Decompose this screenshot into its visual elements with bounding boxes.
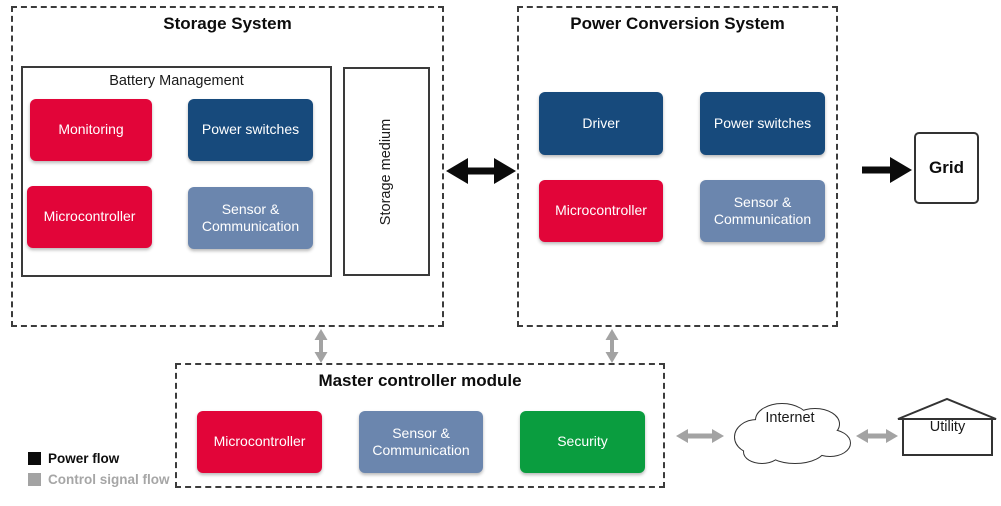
control-arrow-internet-utility [856, 429, 898, 443]
master-controller-box [175, 363, 665, 488]
master-sensor-communication-block: Sensor & Communication [359, 411, 483, 473]
driver-block: Driver [539, 92, 663, 155]
storage-system-title: Storage System [163, 14, 292, 33]
storage-power-switches-block: Power switches [188, 99, 313, 161]
power-conversion-system-box [517, 6, 838, 327]
storage-sensor-communication-block: Sensor & Communication [188, 187, 313, 249]
security-block: Security [520, 411, 645, 473]
power-flow-swatch-icon [28, 452, 41, 465]
pcs-microcontroller-block: Microcontroller [539, 180, 663, 242]
power-flow-arrow-storage-pcs [446, 158, 516, 184]
legend-power-flow: Power flow [28, 451, 119, 466]
control-arrow-pcs-master [605, 329, 619, 363]
storage-medium-box: Storage medium [343, 67, 430, 276]
legend-power-flow-label: Power flow [48, 451, 120, 466]
storage-medium-label: Storage medium [378, 118, 395, 225]
control-arrow-master-internet [676, 429, 724, 443]
master-microcontroller-block: Microcontroller [197, 411, 322, 473]
storage-system-box [11, 6, 444, 327]
pcs-sensor-communication-block: Sensor & Communication [700, 180, 825, 242]
legend-control-signal-flow-label: Control signal flow [48, 472, 170, 487]
monitoring-block: Monitoring [30, 99, 152, 161]
master-controller-title: Master controller module [318, 371, 522, 390]
legend-control-signal-flow: Control signal flow [28, 472, 170, 487]
control-signal-swatch-icon [28, 473, 41, 486]
internet-label: Internet [765, 410, 815, 426]
control-arrow-storage-master [314, 329, 328, 363]
storage-microcontroller-block: Microcontroller [27, 186, 152, 248]
utility-label: Utility [929, 419, 966, 435]
battery-management-title: Battery Management [109, 73, 244, 89]
power-flow-arrow-pcs-grid [840, 157, 912, 183]
grid-box: Grid [914, 132, 979, 204]
pcs-power-switches-block: Power switches [700, 92, 825, 155]
power-conversion-system-title: Power Conversion System [570, 14, 785, 33]
